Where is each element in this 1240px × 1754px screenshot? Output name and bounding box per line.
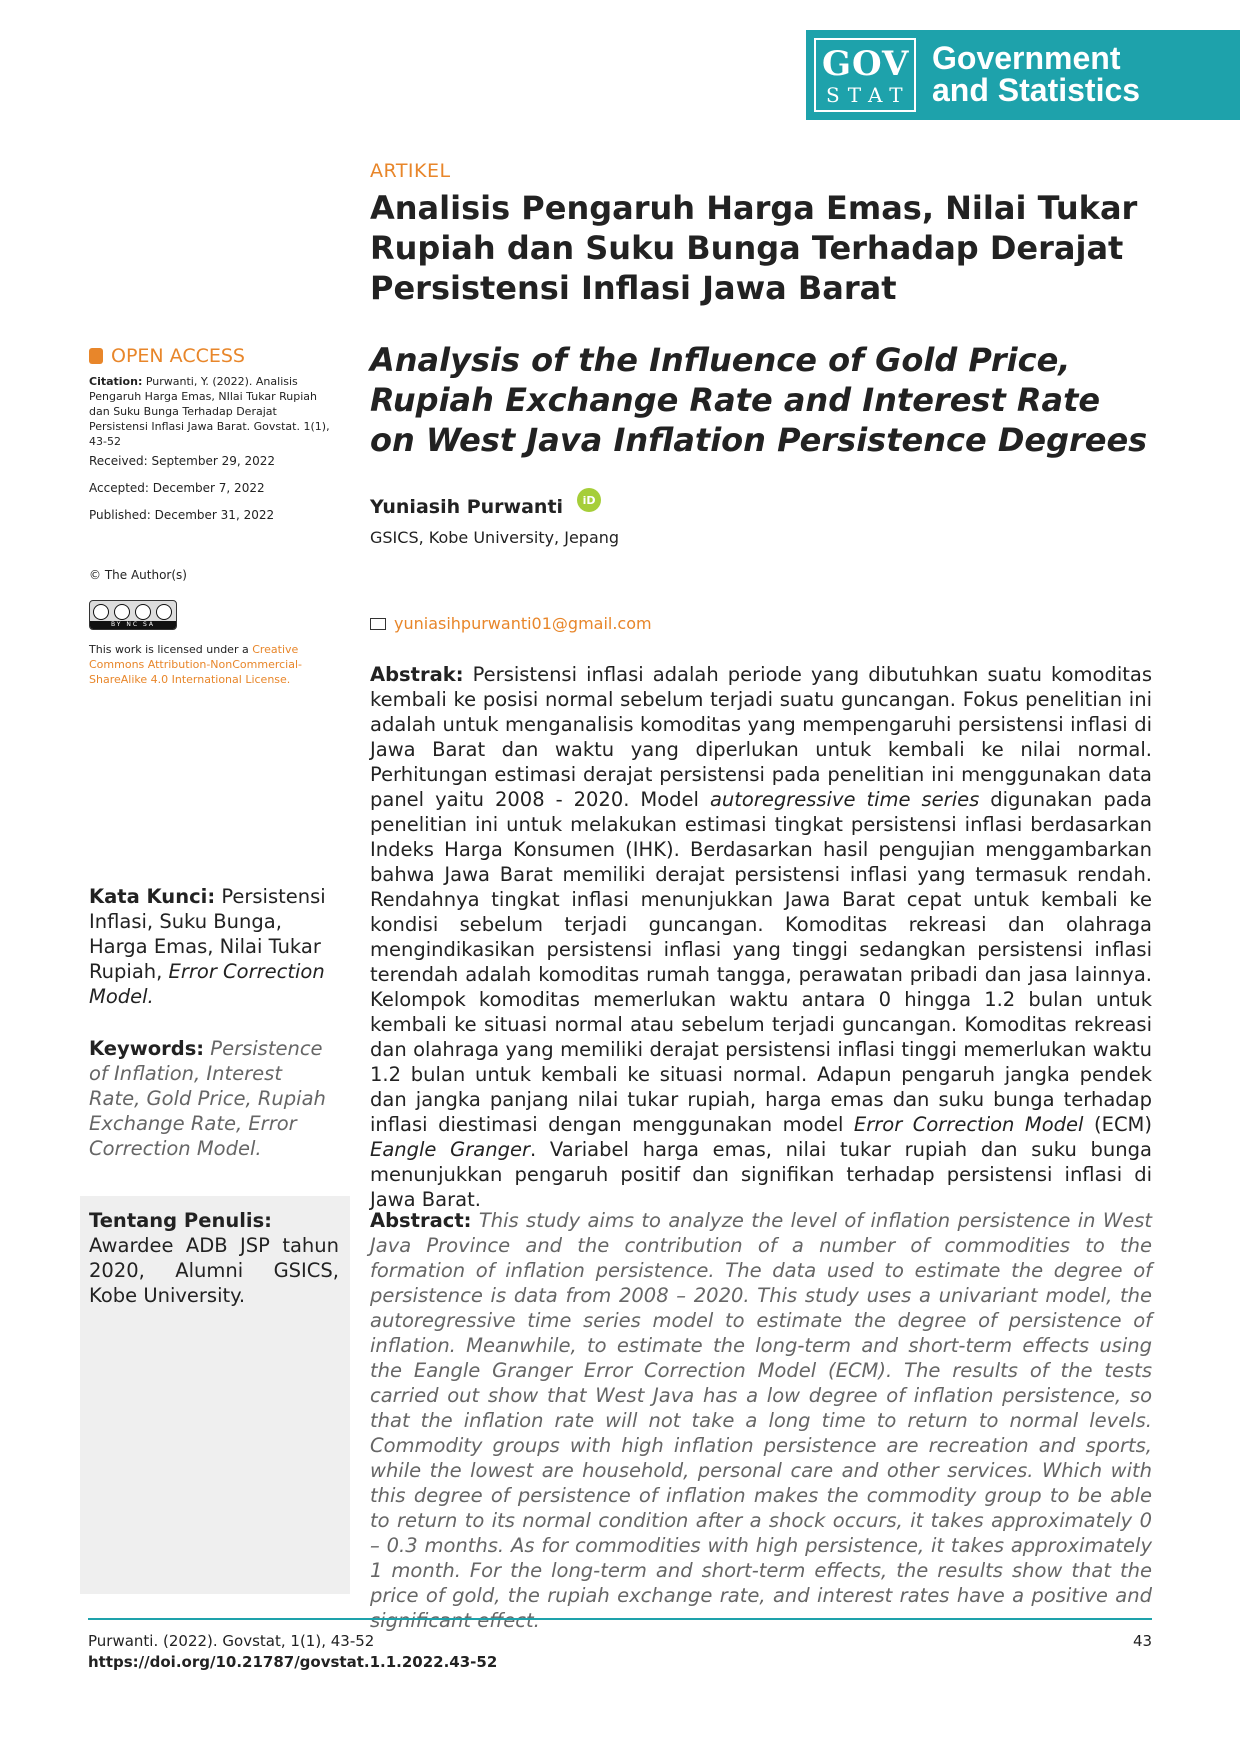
abstrak-italic-2: Error Correction Model xyxy=(853,1113,1084,1136)
citation-block: Citation: Purwanti, Y. (2022). Analisis … xyxy=(89,374,339,449)
received-date: Received: September 29, 2022 xyxy=(89,454,276,468)
abstrak-italic-1: autoregressive time series xyxy=(709,788,980,811)
envelope-icon xyxy=(370,617,386,630)
open-access-label: OPEN ACCESS xyxy=(111,345,245,367)
abstrak-text-1: Persistensi inflasi adalah periode yang … xyxy=(370,663,1153,811)
logo-mark-top: GOV xyxy=(822,44,910,84)
kata-kunci-italic: Error Correction Model. xyxy=(89,960,325,1008)
abstrak-italic-3: Eangle Granger xyxy=(370,1138,530,1161)
license-prefix: This work is licensed under a xyxy=(89,643,253,656)
footer-doi-link[interactable]: https://doi.org/10.21787/govstat.1.1.202… xyxy=(88,1653,498,1671)
journal-name-line1: Government xyxy=(932,40,1121,76)
about-author-content: Tentang Penulis: Awardee ADB JSP tahun 2… xyxy=(89,1208,339,1308)
kata-kunci-label: Kata Kunci: xyxy=(89,885,216,908)
orcid-icon[interactable]: iD xyxy=(577,488,602,512)
abstract-label: Abstract: xyxy=(370,1209,472,1232)
journal-logo: GOV STAT Government and Statistics xyxy=(806,30,1240,120)
cc-license-icon[interactable]: BY NC SA xyxy=(89,600,177,630)
about-author-label: Tentang Penulis: xyxy=(89,1209,272,1232)
logo-mark: GOV STAT xyxy=(814,38,916,112)
license-statement: This work is licensed under a Creative C… xyxy=(89,642,329,687)
cc-sa-icon xyxy=(156,604,172,620)
cc-by-icon xyxy=(114,604,130,620)
kata-kunci: Kata Kunci: Persistensi Inflasi, Suku Bu… xyxy=(89,884,339,1009)
logo-mark-bottom: STAT xyxy=(826,83,911,107)
abstrak-text-2: digunakan pada penelitian ini untuk mela… xyxy=(370,788,1152,1136)
footer-divider xyxy=(88,1618,1152,1620)
journal-name-line2: and Statistics xyxy=(932,72,1141,108)
accepted-date: Accepted: December 7, 2022 xyxy=(89,481,265,495)
cc-badge-strip: BY NC SA xyxy=(90,621,176,629)
abstrak-indonesian: Abstrak: Persistensi inflasi adalah peri… xyxy=(370,662,1152,1212)
license-link[interactable]: Creative Commons Attribution-NonCommerci… xyxy=(89,643,302,686)
cc-icon xyxy=(93,604,109,620)
copyright: © The Author(s) xyxy=(89,568,187,582)
abstrak-text-3: (ECM) xyxy=(1083,1113,1152,1136)
open-access-lock-icon xyxy=(89,348,103,364)
author-name: Yuniasih Purwanti xyxy=(370,496,564,518)
journal-name: Government and Statistics xyxy=(932,42,1140,106)
citation-text: Purwanti, Y. (2022). Analisis Pengaruh H… xyxy=(89,375,330,448)
title-indonesian: Analisis Pengaruh Harga Emas, Nilai Tuka… xyxy=(370,189,1138,307)
published-date: Published: December 31, 2022 xyxy=(89,508,275,522)
article-section: ARTIKEL xyxy=(370,160,451,182)
keywords-text: Persistence of Inflation, Interest Rate,… xyxy=(89,1037,326,1160)
page-number: 43 xyxy=(1133,1632,1153,1650)
abstrak-text-4: . Variabel harga emas, nilai tukar rupia… xyxy=(370,1138,1152,1211)
author-email-link[interactable]: yuniasihpurwanti01@gmail.com xyxy=(394,614,652,633)
title-english: Analysis of the Influence of Gold Price,… xyxy=(370,341,1148,459)
keywords-label: Keywords: xyxy=(89,1037,205,1060)
cc-nc-icon xyxy=(135,604,151,620)
abstract-text: This study aims to analyze the level of … xyxy=(370,1209,1153,1632)
about-author-text: Awardee ADB JSP tahun 2020, Alumni GSICS… xyxy=(89,1234,339,1307)
citation-label: Citation: xyxy=(89,375,143,388)
author-row: Yuniasih Purwanti iD xyxy=(370,488,602,518)
keywords: Keywords: Persistence of Inflation, Inte… xyxy=(89,1036,339,1161)
author-affiliation: GSICS, Kobe University, Jepang xyxy=(370,528,620,547)
footer-citation: Purwanti. (2022). Govstat, 1(1), 43-52 xyxy=(88,1632,375,1650)
open-access-badge: OPEN ACCESS xyxy=(89,345,245,367)
about-author-box: Tentang Penulis: Awardee ADB JSP tahun 2… xyxy=(80,1196,350,1594)
abstract-english: Abstract: This study aims to analyze the… xyxy=(370,1208,1152,1633)
abstrak-label: Abstrak: xyxy=(370,663,464,686)
kata-kunci-text: Persistensi Inflasi, Suku Bunga, Harga E… xyxy=(89,885,326,983)
email-row: yuniasihpurwanti01@gmail.com xyxy=(370,614,652,633)
